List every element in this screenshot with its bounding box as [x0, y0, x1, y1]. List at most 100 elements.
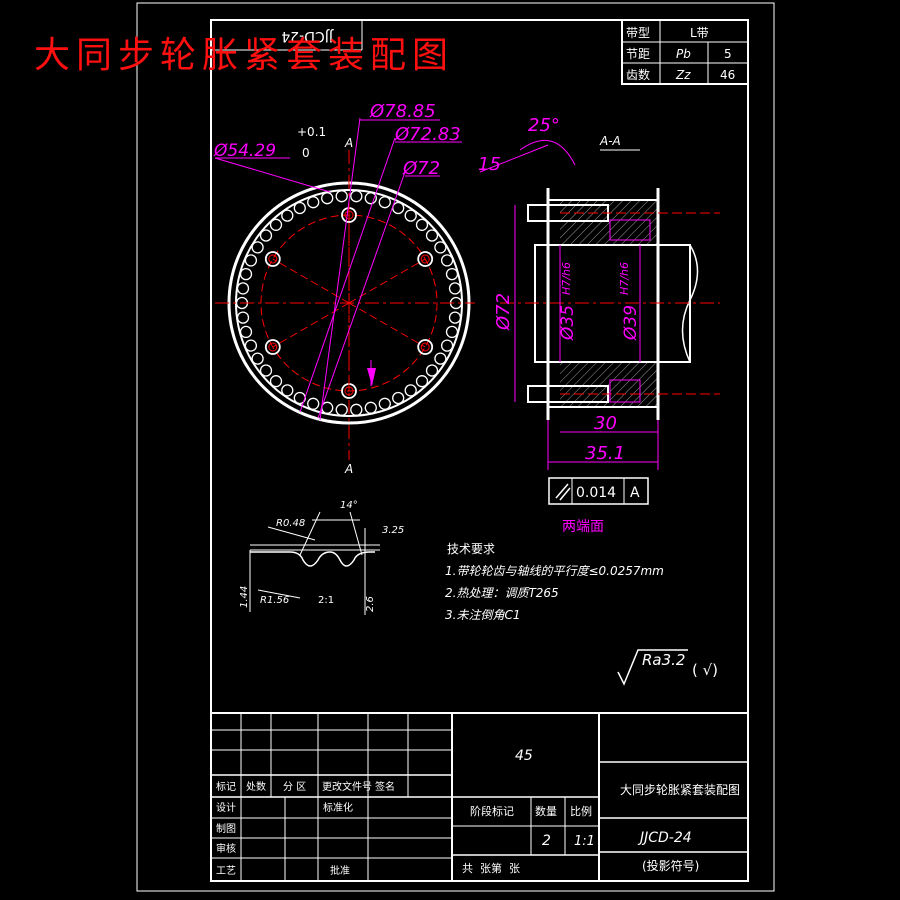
gear-tooth [269, 375, 283, 388]
gear-tooth [251, 241, 264, 254]
detail-h2: 1.44 [239, 586, 250, 608]
title-block [210, 712, 749, 882]
gear-tooth [259, 229, 273, 242]
gear-tooth [251, 352, 264, 365]
gear-tooth [335, 190, 348, 203]
tolerance-value: 0.014 [576, 485, 616, 501]
gear-tooth [239, 267, 253, 281]
gear-tooth [448, 282, 462, 295]
spec-row-1-symbol: Pb [676, 47, 691, 61]
bolt-hole [268, 342, 278, 352]
gear-tooth [244, 339, 258, 352]
gear-tooth [445, 267, 459, 281]
bolt-hole [420, 342, 430, 352]
overlay-title: 大同步轮胀紧套装配图 [34, 35, 455, 76]
detail-r-top: R0.48 [276, 518, 305, 529]
dim-d3: Ø72 [402, 158, 440, 179]
bolt-hole [417, 251, 434, 267]
gear-tooth [281, 384, 294, 397]
dim-bore-large-fit: H7/h6 [618, 262, 631, 295]
spec-row-2-value: 46 [720, 68, 735, 82]
section-letter-bottom: A [344, 462, 353, 476]
gear-teeth [235, 190, 463, 416]
spec-row-2-label: 齿数 [626, 67, 650, 82]
dim-tol-lower: 0 [302, 146, 310, 160]
gear-tooth [434, 352, 447, 365]
tb-role-0: 设计 [216, 801, 236, 814]
bolt-hole-centerline [348, 302, 426, 348]
gear-tooth [244, 254, 258, 267]
tb-scale-label: 比例 [570, 804, 592, 818]
tb-drawing-code: JJCD-24 [637, 830, 692, 846]
bolt-hole [264, 251, 281, 267]
dim-tol-upper: +0.1 [297, 125, 326, 139]
dim-d2: Ø72.83 [394, 124, 461, 145]
bolt-hole [268, 254, 278, 264]
gear-tooth [425, 229, 439, 242]
gear-tooth [415, 218, 429, 231]
gear-tooth [378, 196, 391, 209]
gear-tooth [239, 325, 253, 339]
gear-tooth [364, 192, 377, 205]
spec-row-1-value: 5 [724, 47, 732, 61]
tb-sheets: 共 张第 张 [462, 861, 520, 875]
detail-h1: 3.25 [382, 525, 404, 536]
gear-tooth [259, 364, 273, 377]
detail-r-bottom: R1.56 [260, 595, 289, 606]
gear-tooth [350, 403, 363, 416]
detail-h3: 2.6 [365, 596, 376, 612]
tb-quantity-label: 数量 [535, 805, 557, 818]
detail-scale: 2:1 [318, 595, 334, 606]
gear-tooth [236, 282, 250, 295]
tech-item-2: 3.未注倒角C1 [445, 608, 520, 622]
gear-tooth [281, 209, 294, 222]
gear-tooth [425, 364, 439, 377]
inner-frame [210, 19, 749, 882]
tb-stage-label: 阶段标记 [470, 804, 514, 818]
dim-bore-small: Ø35 [558, 305, 578, 341]
bolt-hole [417, 339, 434, 355]
dim-width-inner: 30 [594, 413, 617, 434]
spec-row-2-symbol: Zz [675, 68, 691, 82]
spec-row-0-value: L带 [690, 26, 709, 40]
tech-heading: 技术要求 [447, 542, 495, 556]
bolt-hole [420, 254, 430, 264]
gear-tooth [448, 311, 462, 324]
roughness-suffix: ( √) [692, 661, 718, 679]
gear-tooth [378, 397, 391, 410]
tb-header-3: 更改文件号 [322, 780, 372, 793]
tolerance-frame [548, 477, 649, 505]
gear-tooth [350, 190, 363, 203]
tb-quantity: 2 [542, 833, 551, 849]
tb-header-1: 处数 [246, 780, 266, 793]
spec-table: 带型 L带 节距 Pb 5 齿数 Zz 46 [621, 19, 749, 85]
dim-d4: Ø54.29 [213, 141, 276, 161]
gear-tooth [236, 311, 250, 324]
spec-row-0-label: 带型 [626, 26, 650, 40]
tb-drawing-title: 大同步轮胀紧套装配图 [620, 783, 740, 797]
roughness-value: Ra3.2 [642, 651, 685, 669]
tech-item-0: 1.带轮轮齿与轴线的平行度≤0.0257mm [445, 564, 664, 578]
gear-tooth [440, 254, 454, 267]
bolt-hole-centerline [272, 258, 350, 304]
section-label: A-A [599, 134, 621, 148]
gear-tooth [404, 384, 417, 397]
tb-header-4: 签名 [375, 780, 395, 793]
tb-header-2: 分 区 [283, 781, 306, 793]
tb-weight: 45 [515, 748, 533, 764]
gear-tooth [307, 397, 320, 410]
tb-role-1: 制图 [216, 822, 236, 835]
gear-tooth [335, 403, 348, 416]
tb-header-0: 标记 [216, 781, 236, 793]
rotated-number-box: JJCD-24 [211, 20, 363, 51]
tooth-detail [249, 511, 380, 615]
tech-item-1: 2.热处理：调质T265 [445, 586, 559, 600]
gear-front-view [214, 117, 475, 460]
gear-tooth [404, 209, 417, 222]
rotated-drawing-number: JJCD-24 [281, 28, 334, 44]
tb-role-3: 工艺 [216, 865, 236, 877]
detail-angle: 14° [340, 500, 358, 511]
both-ends-note: 两端面 [562, 519, 604, 535]
gear-tooth [321, 192, 334, 205]
